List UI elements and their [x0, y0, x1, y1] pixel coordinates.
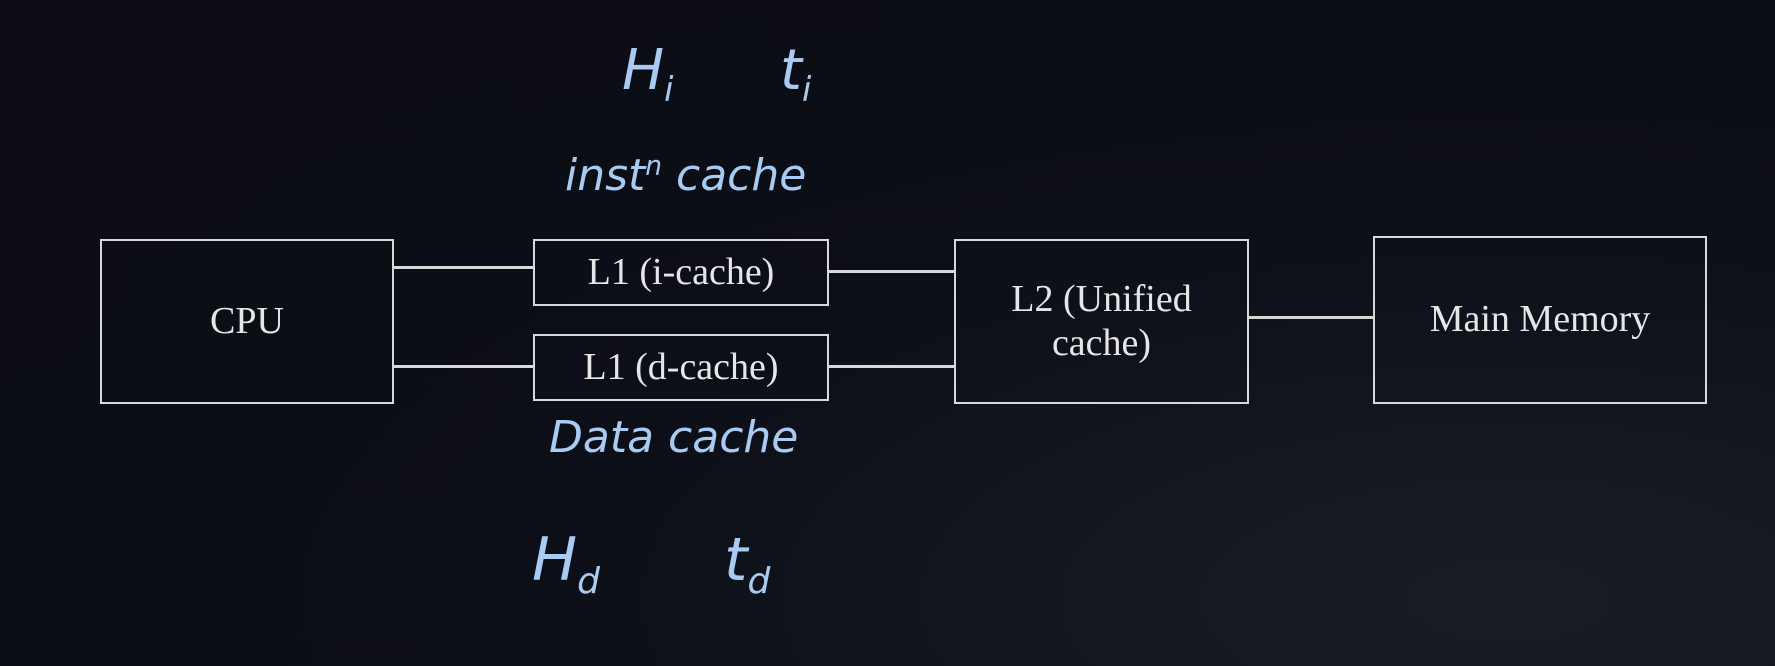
main-memory-label: Main Memory [1429, 298, 1651, 341]
time-i-symbol: t [780, 38, 802, 103]
l2-label-line2: cache) [1051, 321, 1152, 364]
cpu-box: CPU [100, 239, 394, 404]
connector-cpu-l1d [394, 365, 533, 368]
instr-word: inst [565, 150, 646, 201]
hit-i-symbol: H [622, 38, 665, 103]
time-i-subscript: i [801, 70, 812, 110]
hit-d-subscript: d [577, 561, 600, 602]
instr-superscript: n [645, 150, 663, 182]
hit-d-symbol: H [532, 525, 578, 595]
hit-rate-i: Hi [622, 38, 673, 109]
data-cache-text: Data cache [549, 412, 799, 463]
l1-icache-box: L1 (i-cache) [533, 239, 829, 306]
hit-rate-d: Hd [532, 525, 600, 602]
connector-l1i-l2 [829, 270, 954, 273]
l1-dcache-label: L1 (d-cache) [583, 345, 779, 388]
cpu-label: CPU [210, 299, 284, 342]
time-d: td [724, 525, 770, 602]
time-d-subscript: d [747, 561, 771, 602]
connector-cpu-l1i [394, 266, 533, 269]
l1-icache-label: L1 (i-cache) [587, 250, 775, 293]
main-memory-box: Main Memory [1373, 236, 1707, 404]
instr-cache-word: cache [676, 150, 807, 201]
data-cache-note: Data cache [549, 412, 798, 463]
connector-l1d-l2 [829, 365, 954, 368]
l2-label-line1: L2 (Unified [1011, 277, 1192, 320]
time-i: ti [780, 38, 811, 109]
time-d-symbol: t [724, 525, 748, 595]
instruction-cache-note: instn cache [565, 150, 806, 201]
connector-l2-memory [1249, 316, 1373, 319]
l1-dcache-box: L1 (d-cache) [533, 334, 829, 401]
l2-cache-box: L2 (Unified cache) [954, 239, 1249, 404]
hit-i-subscript: i [664, 70, 674, 110]
